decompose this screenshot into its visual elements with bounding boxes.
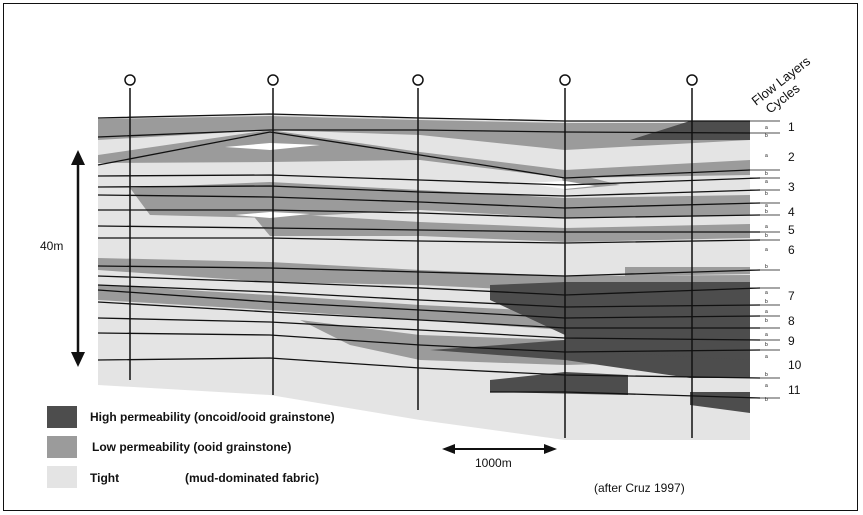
legend-label-tight: Tight <box>90 471 119 485</box>
citation: (after Cruz 1997) <box>594 481 685 495</box>
cycle-number: 3 <box>788 180 795 194</box>
legend-swatch-tight <box>47 466 77 488</box>
flow-layer-marks: a b a b a b a b a b a b a b a b a b a b … <box>765 125 768 403</box>
flow-layer-mark: a <box>765 332 768 338</box>
flow-layer-mark: a <box>765 153 768 159</box>
flow-layer-mark: b <box>765 233 768 239</box>
flow-layer-mark: a <box>765 203 768 209</box>
flow-layer-mark: b <box>765 342 768 348</box>
flow-layer-mark: b <box>765 397 768 403</box>
well-2 <box>267 74 279 395</box>
flow-layer-mark: a <box>765 247 768 253</box>
flow-layer-mark: a <box>765 125 768 131</box>
flow-layer-mark: b <box>765 318 768 324</box>
cycle-number: 10 <box>788 358 802 372</box>
wells <box>124 74 698 438</box>
cycle-number: 4 <box>788 205 795 219</box>
flow-layer-mark: a <box>765 309 768 315</box>
cycle-number: 1 <box>788 120 795 134</box>
vertical-scale-label: 40m <box>40 239 63 253</box>
flow-layer-mark: b <box>765 133 768 139</box>
well-3 <box>412 74 424 410</box>
flow-layer-mark: b <box>765 191 768 197</box>
cycle-number: 5 <box>788 223 795 237</box>
legend-swatch-low <box>47 436 77 458</box>
flow-layer-mark: a <box>765 354 768 360</box>
cycle-numbers: 1 2 3 4 5 6 7 8 9 10 11 <box>788 120 802 397</box>
flow-layer-mark: a <box>765 290 768 296</box>
legend-note-tight: (mud-dominated fabric) <box>185 471 319 485</box>
legend: High permeability (oncoid/ooid grainston… <box>47 406 335 488</box>
legend-swatch-high <box>47 406 77 428</box>
cycle-number: 7 <box>788 289 795 303</box>
flow-layer-mark: b <box>765 209 768 215</box>
vertical-scale-arrow <box>71 150 85 367</box>
horizontal-scale-arrow <box>442 444 557 454</box>
well-1 <box>124 74 136 380</box>
correlation-lines <box>97 113 761 399</box>
cycle-number: 9 <box>788 334 795 348</box>
cycle-number: 2 <box>788 150 795 164</box>
flow-layer-mark: a <box>765 383 768 389</box>
cycle-number: 8 <box>788 314 795 328</box>
flow-layer-mark: b <box>765 171 768 177</box>
flow-layer-mark: b <box>765 372 768 378</box>
horizontal-scale-label: 1000m <box>475 456 512 470</box>
legend-label-low: Low permeability (ooid grainstone) <box>92 440 291 454</box>
flow-layer-mark: a <box>765 179 768 185</box>
flow-layer-mark: b <box>765 299 768 305</box>
legend-label-high: High permeability (oncoid/ooid grainston… <box>90 410 335 424</box>
cycle-number: 11 <box>788 383 801 397</box>
cycle-number: 6 <box>788 243 795 257</box>
well-5 <box>686 74 698 438</box>
flow-layer-ticks <box>750 120 780 399</box>
flow-layer-mark: b <box>765 264 768 270</box>
well-4 <box>559 74 571 438</box>
flow-layer-mark: a <box>765 224 768 230</box>
